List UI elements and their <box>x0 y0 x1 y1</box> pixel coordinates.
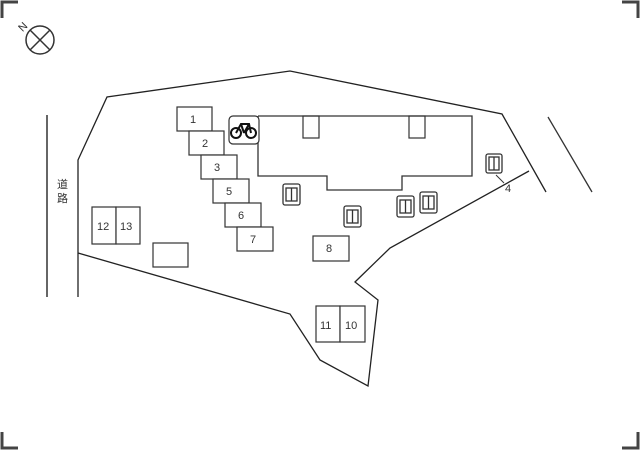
parking-slot-2[interactable]: 2 <box>188 130 225 156</box>
svg-text:11: 11 <box>320 320 331 332</box>
parking-slot-11[interactable]: 11 <box>315 305 341 343</box>
equipment-units <box>282 153 503 228</box>
east-road-line <box>547 116 593 193</box>
road-label-char-2: 路 <box>57 192 68 205</box>
site-boundary-lower <box>77 170 530 388</box>
svg-text:5: 5 <box>226 186 232 198</box>
svg-text:3: 3 <box>214 162 220 174</box>
building-notch-2 <box>408 115 426 139</box>
unit-icon <box>282 183 301 206</box>
svg-text:12: 12 <box>97 221 109 233</box>
svg-text:2: 2 <box>202 138 208 150</box>
parking-slot-3[interactable]: 3 <box>200 154 238 180</box>
unit-icon <box>419 191 438 214</box>
storage-box <box>152 242 189 268</box>
unit-icon <box>485 153 503 174</box>
svg-text:10: 10 <box>345 320 357 332</box>
parking-slot-7[interactable]: 7 <box>236 226 274 252</box>
callout-label: 4 <box>505 183 511 195</box>
north-compass-icon: N <box>16 20 55 55</box>
svg-text:8: 8 <box>326 243 332 255</box>
unit-icon <box>343 205 362 228</box>
bicycle-icon <box>230 123 257 139</box>
site-boundary <box>77 70 547 297</box>
parking-slot-6[interactable]: 6 <box>224 202 262 228</box>
parking-slot-13[interactable]: 13 <box>115 206 141 245</box>
road-label-char-1: 道 <box>57 177 68 191</box>
parking-slot-8[interactable]: 8 <box>312 235 350 262</box>
svg-text:6: 6 <box>238 210 244 222</box>
parking-slot-5[interactable]: 5 <box>212 178 250 204</box>
bicycle-parking <box>228 115 260 145</box>
parking-slot-10[interactable]: 10 <box>339 305 366 343</box>
callout-line <box>495 174 505 184</box>
building-notch-1 <box>302 115 320 139</box>
svg-text:13: 13 <box>120 221 132 233</box>
parking-slot-12[interactable]: 12 <box>91 206 117 245</box>
unit-icon <box>396 195 415 218</box>
svg-text:7: 7 <box>250 234 256 246</box>
svg-text:1: 1 <box>190 114 196 126</box>
main-building <box>257 115 473 191</box>
parking-slot-1[interactable]: 1 <box>176 106 213 132</box>
